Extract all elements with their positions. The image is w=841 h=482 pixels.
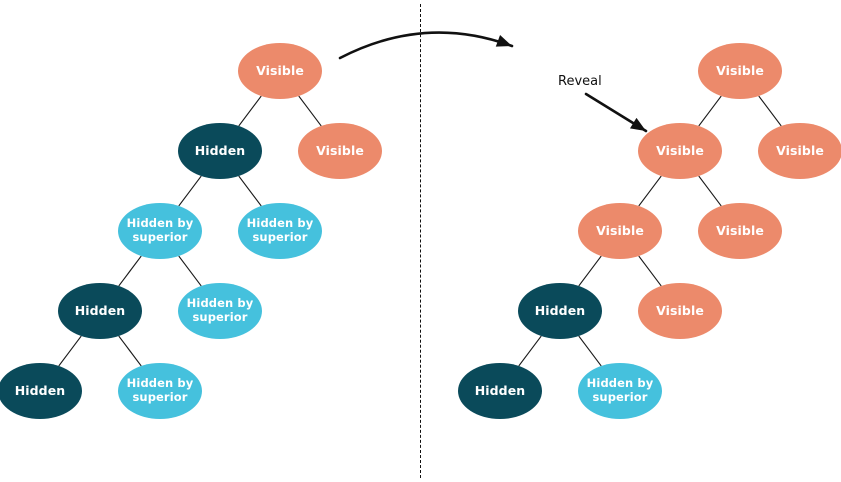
tree-node-label: Visible [656, 302, 704, 318]
tree-edge [238, 95, 262, 127]
tree-node-visible-r7[interactable]: Visible [638, 283, 722, 339]
tree-node-hidden-l2[interactable]: Hidden [178, 123, 262, 179]
reveal-label: Reveal [558, 74, 602, 89]
tree-node-label: Visible [716, 62, 764, 78]
tree-node-label: Hidden [474, 382, 526, 398]
tree-edge [578, 255, 602, 287]
tree-node-hiddensup-l7[interactable]: Hidden by superior [178, 283, 262, 339]
tree-node-hiddensup-l5[interactable]: Hidden by superior [238, 203, 322, 259]
tree-edge [298, 95, 322, 127]
tree-node-hiddensup-l9[interactable]: Hidden by superior [118, 363, 202, 419]
tree-edge [238, 175, 262, 207]
tree-edge [118, 335, 142, 367]
tree-node-label: Hidden by superior [246, 216, 314, 244]
tree-node-hiddensup-l4[interactable]: Hidden by superior [118, 203, 202, 259]
tree-node-hiddensup-r9[interactable]: Hidden by superior [578, 363, 662, 419]
tree-node-label: Visible [656, 142, 704, 158]
tree-edge [118, 255, 142, 287]
tree-node-visible-r5[interactable]: Visible [698, 203, 782, 259]
tree-edge [578, 335, 602, 367]
tree-edge [638, 175, 662, 207]
tree-node-visible-r4[interactable]: Visible [578, 203, 662, 259]
tree-edge [638, 255, 662, 287]
tree-node-hidden-r6[interactable]: Hidden [518, 283, 602, 339]
tree-edge [698, 175, 722, 207]
tree-node-visible-l3[interactable]: Visible [298, 123, 382, 179]
tree-node-label: Visible [256, 62, 304, 78]
tree-node-hidden-l6[interactable]: Hidden [58, 283, 142, 339]
reveal-arrow [584, 92, 648, 133]
panel-divider [420, 4, 421, 478]
tree-node-hidden-r8[interactable]: Hidden [458, 363, 542, 419]
tree-node-visible-l1[interactable]: Visible [238, 43, 322, 99]
tree-node-label: Hidden by superior [586, 376, 654, 404]
tree-node-visible-r1[interactable]: Visible [698, 43, 782, 99]
tree-node-label: Hidden [194, 142, 246, 158]
tree-edge [178, 255, 202, 287]
tree-node-label: Hidden [74, 302, 126, 318]
tree-node-visible-r2[interactable]: Visible [638, 123, 722, 179]
tree-node-visible-r3[interactable]: Visible [758, 123, 841, 179]
tree-edge [758, 95, 782, 127]
tree-node-hidden-l8[interactable]: Hidden [0, 363, 82, 419]
tree-edge [58, 335, 82, 367]
transition-arrow [338, 31, 514, 60]
tree-node-label: Visible [776, 142, 824, 158]
tree-node-label: Visible [316, 142, 364, 158]
tree-edges [58, 95, 782, 367]
tree-node-label: Hidden [14, 382, 66, 398]
tree-edge [698, 95, 722, 127]
tree-edge [178, 175, 202, 207]
tree-node-label: Hidden by superior [126, 376, 194, 404]
tree-node-label: Hidden by superior [186, 296, 254, 324]
tree-node-label: Visible [716, 222, 764, 238]
tree-node-label: Visible [596, 222, 644, 238]
tree-node-label: Hidden by superior [126, 216, 194, 244]
tree-edge [518, 335, 542, 367]
tree-node-label: Hidden [534, 302, 586, 318]
